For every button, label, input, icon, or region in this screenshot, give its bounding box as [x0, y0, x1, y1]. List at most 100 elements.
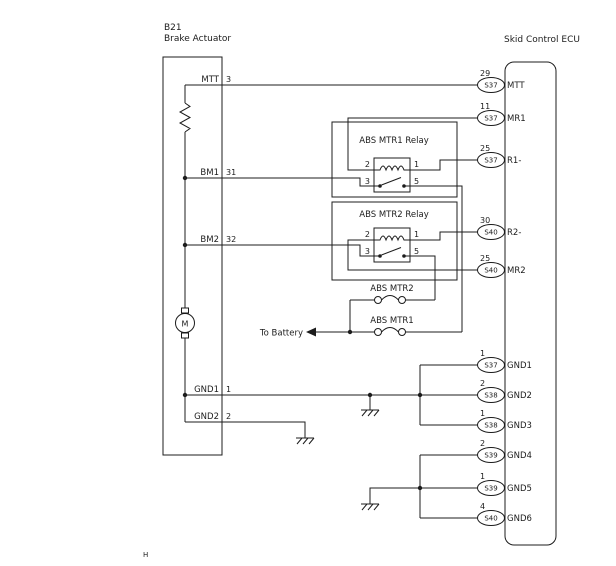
ecu-pin-gnd4-conn: S39 — [484, 452, 497, 460]
connector-oval — [477, 152, 505, 168]
connector-oval — [477, 224, 505, 240]
ecu-pin-gnd2-label: GND2 — [507, 391, 532, 401]
fuse-icon — [374, 295, 406, 304]
fuse-icon — [374, 327, 406, 336]
connector-oval — [477, 77, 505, 93]
actuator-name-label: Brake Actuator — [164, 34, 231, 44]
actuator-pin-bm1-label: BM1 — [200, 168, 219, 178]
motor-brush-bottom — [181, 332, 189, 339]
ecu-pin-mr2-num: 25 — [480, 254, 490, 263]
wire-relay2-contact-feed — [410, 255, 436, 300]
fuse-end — [398, 296, 406, 304]
relay2-inner-box — [373, 227, 411, 263]
page-marker: H — [143, 551, 148, 559]
fuse-end — [374, 296, 382, 304]
relay-coil-icon — [374, 235, 410, 242]
ecu-pin-gnd1-num: 1 — [480, 349, 485, 358]
connector-oval — [477, 262, 505, 278]
relay2-box — [331, 201, 458, 281]
ecu-pin-mr1-num: 11 — [480, 102, 490, 111]
ecu-name-label: Skid Control ECU — [504, 35, 580, 45]
relay-contact-dot — [378, 254, 382, 258]
resistor-icon — [178, 102, 192, 133]
relay2-pin1: 1 — [414, 230, 419, 239]
actuator-pin-gnd1-label: GND1 — [194, 385, 219, 395]
junction-dot — [417, 485, 423, 491]
relay2-pin2: 2 — [365, 230, 370, 239]
fuse1-name-label: ABS MTR1 — [370, 316, 413, 326]
wire-ecu-gnd5 — [369, 487, 478, 504]
ecu-pin-mtt-conn: S37 — [484, 82, 497, 90]
actuator-pin-mtt-num: 3 — [226, 75, 231, 84]
actuator-pin-gnd1-num: 1 — [226, 385, 231, 394]
skid-control-ecu-box — [504, 61, 557, 546]
junction-dot — [182, 175, 188, 181]
junction-dot — [347, 329, 353, 335]
wire-r2 — [410, 231, 478, 241]
motor-brush-top — [181, 307, 189, 314]
ecu-pin-gnd4-label: GND4 — [507, 451, 532, 461]
junction-dot — [182, 392, 188, 398]
relay2-pin5: 5 — [414, 247, 419, 256]
wire-bm2 — [185, 244, 374, 257]
wire-ecu-gnd4-gnd6 — [419, 454, 478, 519]
wire-r1 — [410, 159, 478, 171]
connector-oval — [477, 387, 505, 403]
ecu-pin-r1-num: 25 — [480, 144, 490, 153]
relay-contact-dot — [378, 184, 382, 188]
connector-oval — [477, 110, 505, 126]
connector-oval — [477, 357, 505, 373]
relay1-pin2: 2 — [365, 160, 370, 169]
wire-gnd2-actuator — [185, 421, 306, 438]
wire-fuse-mtr2 — [349, 299, 435, 332]
ecu-pin-gnd2-num: 2 — [480, 379, 485, 388]
actuator-code-label: B21 — [164, 23, 182, 33]
wire-relay1-contact-feed — [410, 185, 463, 332]
actuator-pin-gnd2-label: GND2 — [194, 412, 219, 422]
ground-icon — [296, 437, 315, 445]
ecu-pin-gnd6-num: 4 — [480, 502, 485, 511]
ecu-pin-gnd4-num: 2 — [480, 439, 485, 448]
ecu-pin-mr1-conn: S37 — [484, 115, 497, 123]
relay-contact-dot — [402, 184, 406, 188]
junction-dot — [417, 392, 423, 398]
ecu-pin-gnd3-num: 1 — [480, 409, 485, 418]
ecu-pin-mr2-label: MR2 — [507, 266, 526, 276]
ecu-pin-gnd5-conn: S39 — [484, 485, 497, 493]
fuse2-name-label: ABS MTR2 — [370, 284, 413, 294]
relay1-name-label: ABS MTR1 Relay — [359, 136, 429, 146]
relay-coil-icon — [374, 165, 410, 172]
wire-bm1 — [185, 177, 374, 187]
ecu-pin-gnd1-label: GND1 — [507, 361, 532, 371]
ecu-pin-gnd6-label: GND6 — [507, 514, 532, 524]
wire-mr1 — [347, 117, 478, 171]
ecu-pin-gnd3-label: GND3 — [507, 421, 532, 431]
motor-icon: M — [175, 307, 195, 339]
ecu-pin-gnd2-conn: S38 — [484, 392, 497, 400]
actuator-pin-bm2-num: 32 — [226, 235, 236, 244]
battery-arrow-left-icon — [306, 327, 316, 337]
ecu-pin-gnd6-conn: S40 — [484, 515, 497, 523]
connector-oval — [477, 447, 505, 463]
wire-mr2 — [347, 239, 478, 271]
ecu-pin-gnd1-conn: S37 — [484, 362, 497, 370]
ecu-pin-r2-conn: S40 — [484, 229, 497, 237]
junction-dot — [182, 242, 188, 248]
actuator-pin-gnd2-num: 2 — [226, 412, 231, 421]
ecu-pin-gnd3-conn: S38 — [484, 422, 497, 430]
connector-oval — [477, 510, 505, 526]
junction-dot — [367, 392, 373, 398]
connector-oval — [477, 480, 505, 496]
brake-actuator-box — [162, 56, 223, 456]
ecu-pin-r1-conn: S37 — [484, 157, 497, 165]
relay1-pin5: 5 — [414, 177, 419, 186]
fuse-element — [381, 295, 399, 301]
fuse-element — [381, 327, 399, 333]
connector-oval — [477, 417, 505, 433]
ground-icon — [361, 409, 380, 417]
relay2-name-label: ABS MTR2 Relay — [359, 210, 429, 220]
actuator-pin-bm2-label: BM2 — [200, 235, 219, 245]
ecu-pin-mtt-num: 29 — [480, 69, 490, 78]
relay1-symbol: 2 1 3 5 — [365, 157, 419, 193]
actuator-pin-bm1-num: 31 — [226, 168, 236, 177]
